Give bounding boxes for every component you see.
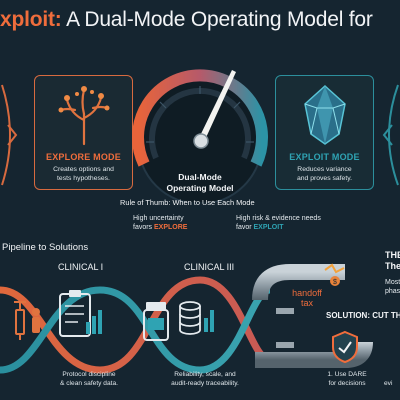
handoff-line1: handoff (292, 288, 322, 298)
solution-item1-line1: 1. Use DARE (327, 371, 367, 378)
pipeline-heading: Pipeline to Solutions (2, 242, 89, 253)
left-arrow-icon (1, 84, 18, 186)
caption3-line2: audit-ready traceability. (171, 380, 239, 387)
rule-left-accent: EXPLORE (154, 224, 188, 231)
page-title: xploit: A Dual-Mode Operating Model for (0, 8, 400, 32)
handoff-tax-label: handoff tax (290, 288, 324, 308)
coin-stack-icon (179, 301, 214, 335)
solution-text: SOLUTION: CUT THE (326, 311, 400, 320)
title-rest: A Dual-Mode Operating Model for (61, 8, 373, 31)
gauge-icon: Dual-Mode Operating Model (132, 69, 268, 202)
right-heading-line1: THE (385, 250, 400, 260)
caption1-line2: & clean safety data. (60, 380, 118, 387)
right-arrow-icon (382, 84, 399, 186)
exploit-desc-line2: and proves safety. (296, 175, 353, 182)
phase-clinical-3: CLINICAL III (184, 262, 235, 272)
svg-text:$: $ (333, 279, 337, 286)
shield-icon (332, 330, 358, 364)
handoff-line2: tax (300, 298, 313, 308)
explore-mode-panel: EXPLORE MODE Creates options and tests h… (34, 75, 133, 190)
solution-item2: evi (384, 380, 393, 387)
rule-heading: Rule of Thumb: When to Use Each Mode (120, 198, 255, 207)
rule-right-accent: EXPLOIT (253, 224, 284, 231)
rule-right-prefix: favor (236, 224, 254, 231)
rule-right-line2: favor EXPLOIT (236, 223, 283, 232)
broken-pipe-icon: $ (324, 263, 345, 286)
tree-icon (58, 86, 110, 146)
rule-left-line1: High uncertainty (133, 215, 184, 222)
exploit-desc-line1: Reduces variance (297, 166, 352, 173)
solution-heading: SOLUTION: CUT THE (326, 311, 400, 320)
caption3-line1: Reliability, scale, and (174, 371, 236, 378)
solution-item1-line2: for decisions (328, 380, 366, 387)
phase-clinical-1: CLINICAL I (58, 262, 104, 272)
pill-bottle-icon (143, 302, 169, 341)
crystal-icon (304, 84, 346, 145)
exploit-mode-title: EXPLOIT MODE (289, 152, 360, 162)
rule-left-line2: favors EXPLORE (133, 223, 187, 232)
title-accent: xploit: (0, 8, 62, 31)
explore-desc-line1: Creates options and (53, 166, 114, 173)
exploit-mode-panel: EXPLOIT MODE Reduces variance and proves… (275, 75, 374, 190)
right-heading-line2: The (385, 261, 400, 271)
syringe-icon (14, 301, 40, 340)
gauge-label-line1: Dual-Mode (178, 172, 222, 182)
right-note-line1: Most (385, 279, 400, 286)
caption1-line1: Protocol discipline (62, 371, 116, 378)
gauge-label-line2: Operating Model (166, 183, 233, 193)
right-note-line2: phas (385, 288, 400, 295)
explore-mode-title: EXPLORE MODE (46, 152, 121, 162)
rule-right-line1: High risk & evidence needs (236, 215, 321, 222)
clipboard-icon (59, 290, 102, 337)
explore-desc-line2: tests hypotheses. (57, 175, 110, 182)
rule-left-prefix: favors (133, 224, 155, 231)
